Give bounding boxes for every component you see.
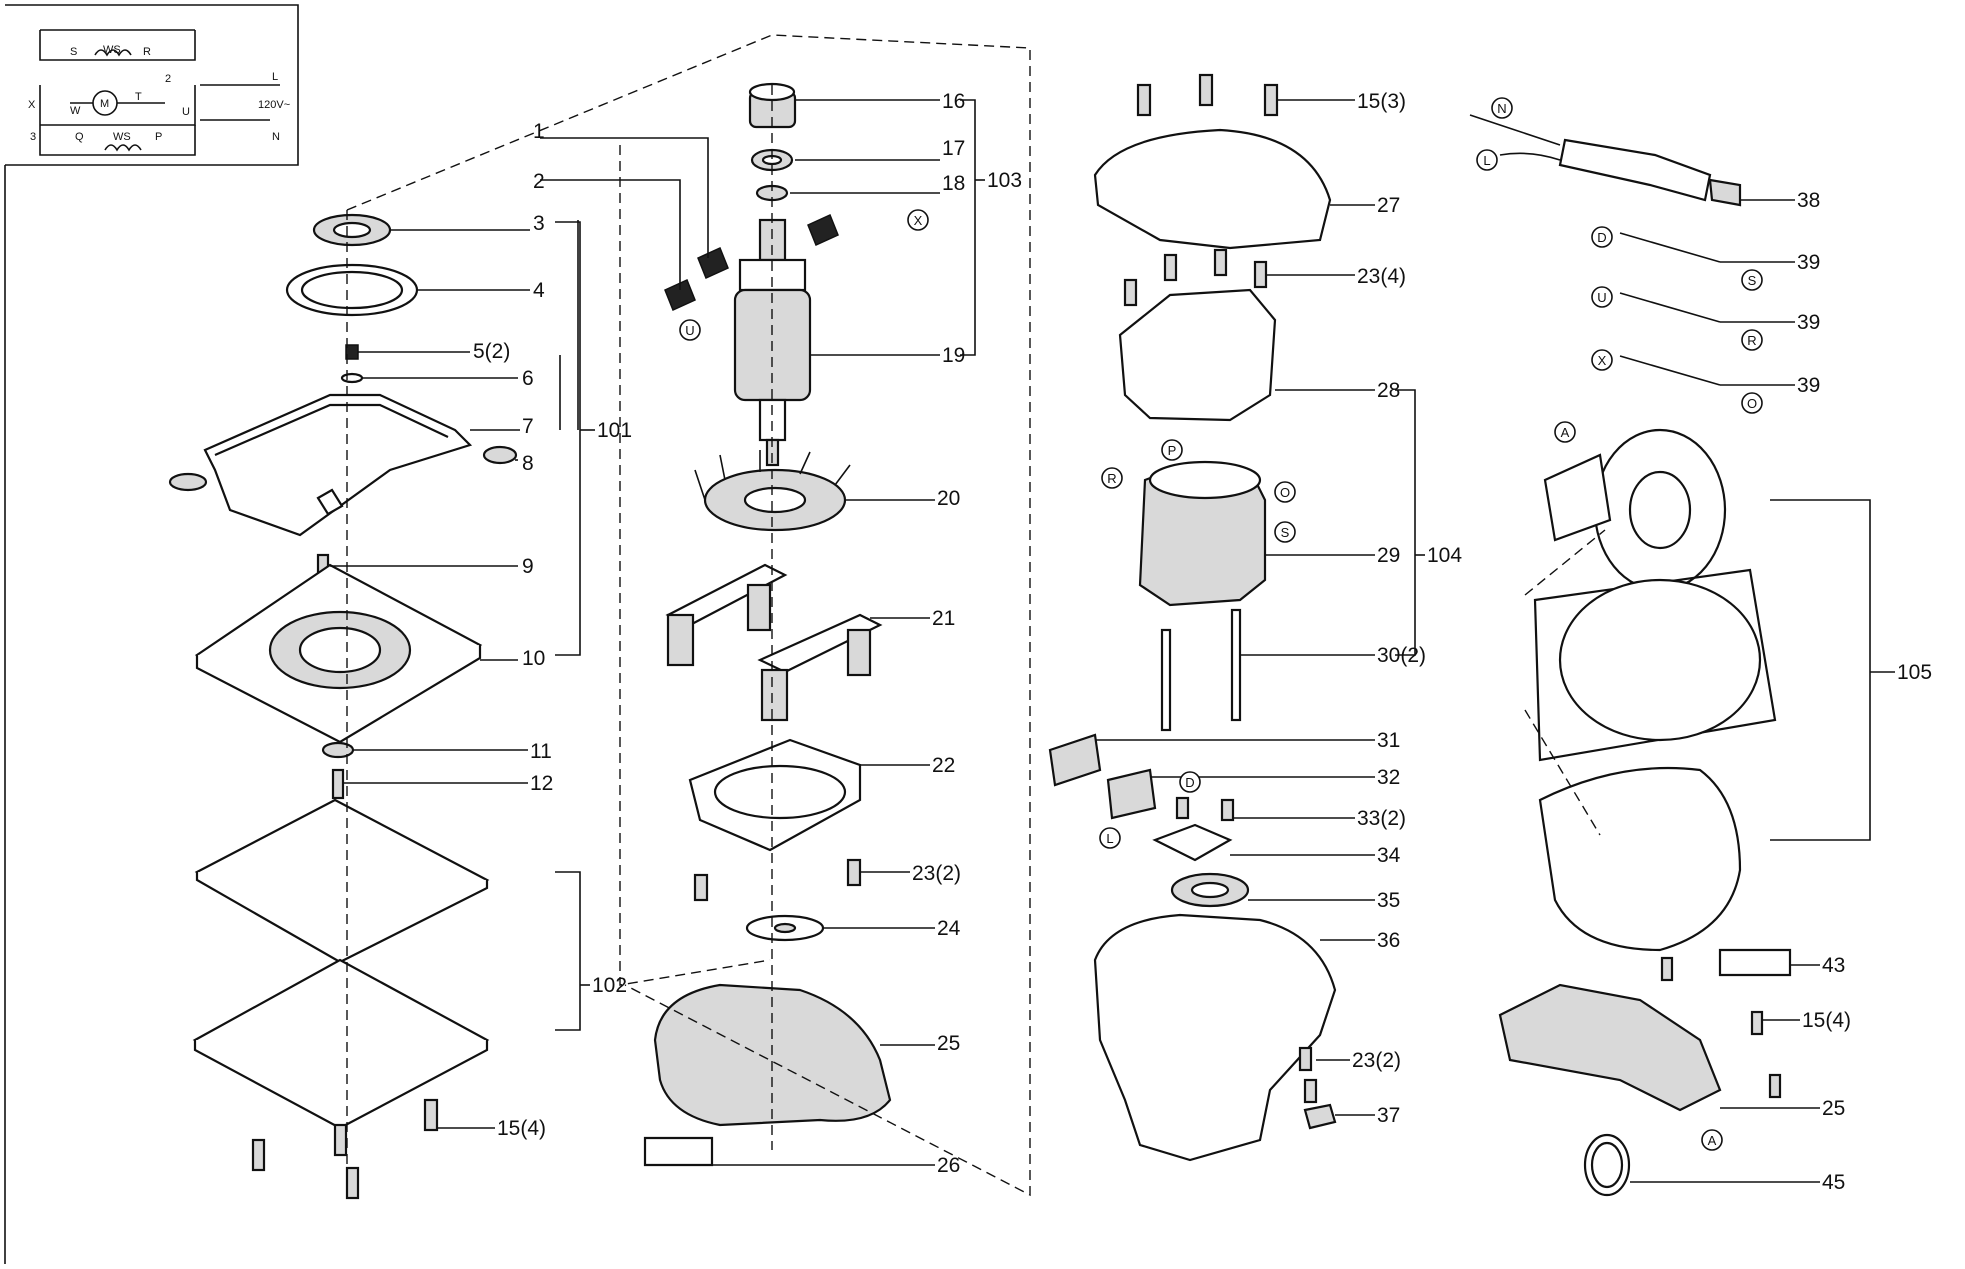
part-label: 22 xyxy=(932,754,955,777)
schematic-label: P xyxy=(155,131,162,143)
part-label: 25 xyxy=(937,1032,960,1055)
group-label: 102 xyxy=(592,974,627,997)
part-label: 33(2) xyxy=(1357,807,1406,830)
part-label: 6 xyxy=(522,367,534,390)
part-label: 15(4) xyxy=(497,1117,546,1140)
part-label: 25 xyxy=(1822,1097,1845,1120)
schematic-label: L xyxy=(272,71,278,83)
group-label: 101 xyxy=(597,419,632,442)
schematic-label: Q xyxy=(75,131,84,143)
marker-d: D xyxy=(1185,775,1194,790)
part-label: 15(4) xyxy=(1802,1009,1851,1032)
marker-s: S xyxy=(1281,525,1290,540)
part-label: 11 xyxy=(530,740,552,763)
part-label: 31 xyxy=(1377,729,1400,752)
part-labels: 1 2 3 4 5(2) 6 7 8 9 10 11 12 15(4) 16 1… xyxy=(473,90,1932,1194)
marker-s: S xyxy=(1748,273,1757,288)
part-label: 5(2) xyxy=(473,340,510,363)
schematic-label: M xyxy=(100,98,109,110)
schematic-label: 120V~ xyxy=(258,99,290,111)
part-label: 16 xyxy=(942,90,965,113)
marker-d: D xyxy=(1597,230,1606,245)
part-label: 32 xyxy=(1377,766,1400,789)
part-label: 37 xyxy=(1377,1104,1400,1127)
schematic-label: U xyxy=(182,106,190,118)
marker-o: O xyxy=(1280,485,1290,500)
marker-x: X xyxy=(914,213,923,228)
marker-x: X xyxy=(1598,353,1607,368)
schematic-label: WS xyxy=(103,44,121,56)
schematic-label: N xyxy=(272,131,280,143)
group-label: 105 xyxy=(1897,661,1932,684)
part-label: 8 xyxy=(522,452,534,475)
part-label: 26 xyxy=(937,1154,960,1177)
part-label: 35 xyxy=(1377,889,1400,912)
housing-assembly xyxy=(1048,73,1337,1162)
schematic-label: 2 xyxy=(165,73,171,85)
marker-u: U xyxy=(1597,290,1606,305)
cord-and-dust-bag xyxy=(1469,114,1792,1197)
part-label: 38 xyxy=(1797,189,1820,212)
part-label: 12 xyxy=(530,772,553,795)
part-label: 39 xyxy=(1797,251,1820,274)
pad-assembly xyxy=(168,213,518,1200)
part-label: 3 xyxy=(533,212,545,235)
marker-r: R xyxy=(1747,333,1756,348)
part-label: 39 xyxy=(1797,311,1820,334)
schematic-label: WS xyxy=(113,131,131,143)
part-label: 19 xyxy=(942,344,965,367)
group-label: 103 xyxy=(987,169,1022,192)
part-label: 9 xyxy=(522,555,534,578)
wiring-schematic: S WS R L 2 120V~ N U T P Q WS X 3 W M xyxy=(5,4,299,166)
part-label: 36 xyxy=(1377,929,1400,952)
part-label: 7 xyxy=(522,415,534,438)
part-label: 30(2) xyxy=(1377,644,1426,667)
armature-assembly xyxy=(643,82,892,1167)
part-label: 18 xyxy=(942,172,965,195)
group-label: 104 xyxy=(1427,544,1462,567)
marker-u: U xyxy=(685,323,694,338)
part-label: 21 xyxy=(932,607,955,630)
part-label: 1 xyxy=(533,120,545,143)
part-label: 34 xyxy=(1377,844,1401,867)
marker-n: N xyxy=(1497,101,1506,116)
part-label: 24 xyxy=(937,917,961,940)
marker-a: A xyxy=(1708,1133,1717,1148)
part-label: 39 xyxy=(1797,374,1820,397)
marker-p: P xyxy=(1168,443,1177,458)
marker-l: L xyxy=(1483,153,1490,168)
marker-o: O xyxy=(1747,396,1757,411)
marker-r: R xyxy=(1107,471,1116,486)
part-label: 10 xyxy=(522,647,545,670)
part-label: 23(2) xyxy=(1352,1049,1401,1072)
part-label: 2 xyxy=(533,170,545,193)
schematic-label: X xyxy=(28,99,36,111)
schematic-label: S xyxy=(70,46,77,58)
part-label: 23(2) xyxy=(912,862,961,885)
leader-lines xyxy=(330,99,1895,1183)
part-label: 43 xyxy=(1822,954,1845,977)
schematic-label: R xyxy=(143,46,151,58)
part-label: 17 xyxy=(942,137,965,160)
part-label: 4 xyxy=(533,279,545,302)
connection-markers: X U P R O S D L N L D S U R X O A A xyxy=(679,97,1763,1151)
part-label: 27 xyxy=(1377,194,1400,217)
part-label: 15(3) xyxy=(1357,90,1406,113)
part-label: 29 xyxy=(1377,544,1400,567)
marker-l: L xyxy=(1106,831,1113,846)
marker-a: A xyxy=(1561,425,1570,440)
schematic-label: T xyxy=(135,91,142,103)
part-label: 23(4) xyxy=(1357,265,1406,288)
part-label: 28 xyxy=(1377,379,1400,402)
part-label: 20 xyxy=(937,487,960,510)
part-label: 45 xyxy=(1822,1171,1845,1194)
schematic-label: 3 xyxy=(30,131,36,143)
schematic-label: W xyxy=(70,105,81,117)
